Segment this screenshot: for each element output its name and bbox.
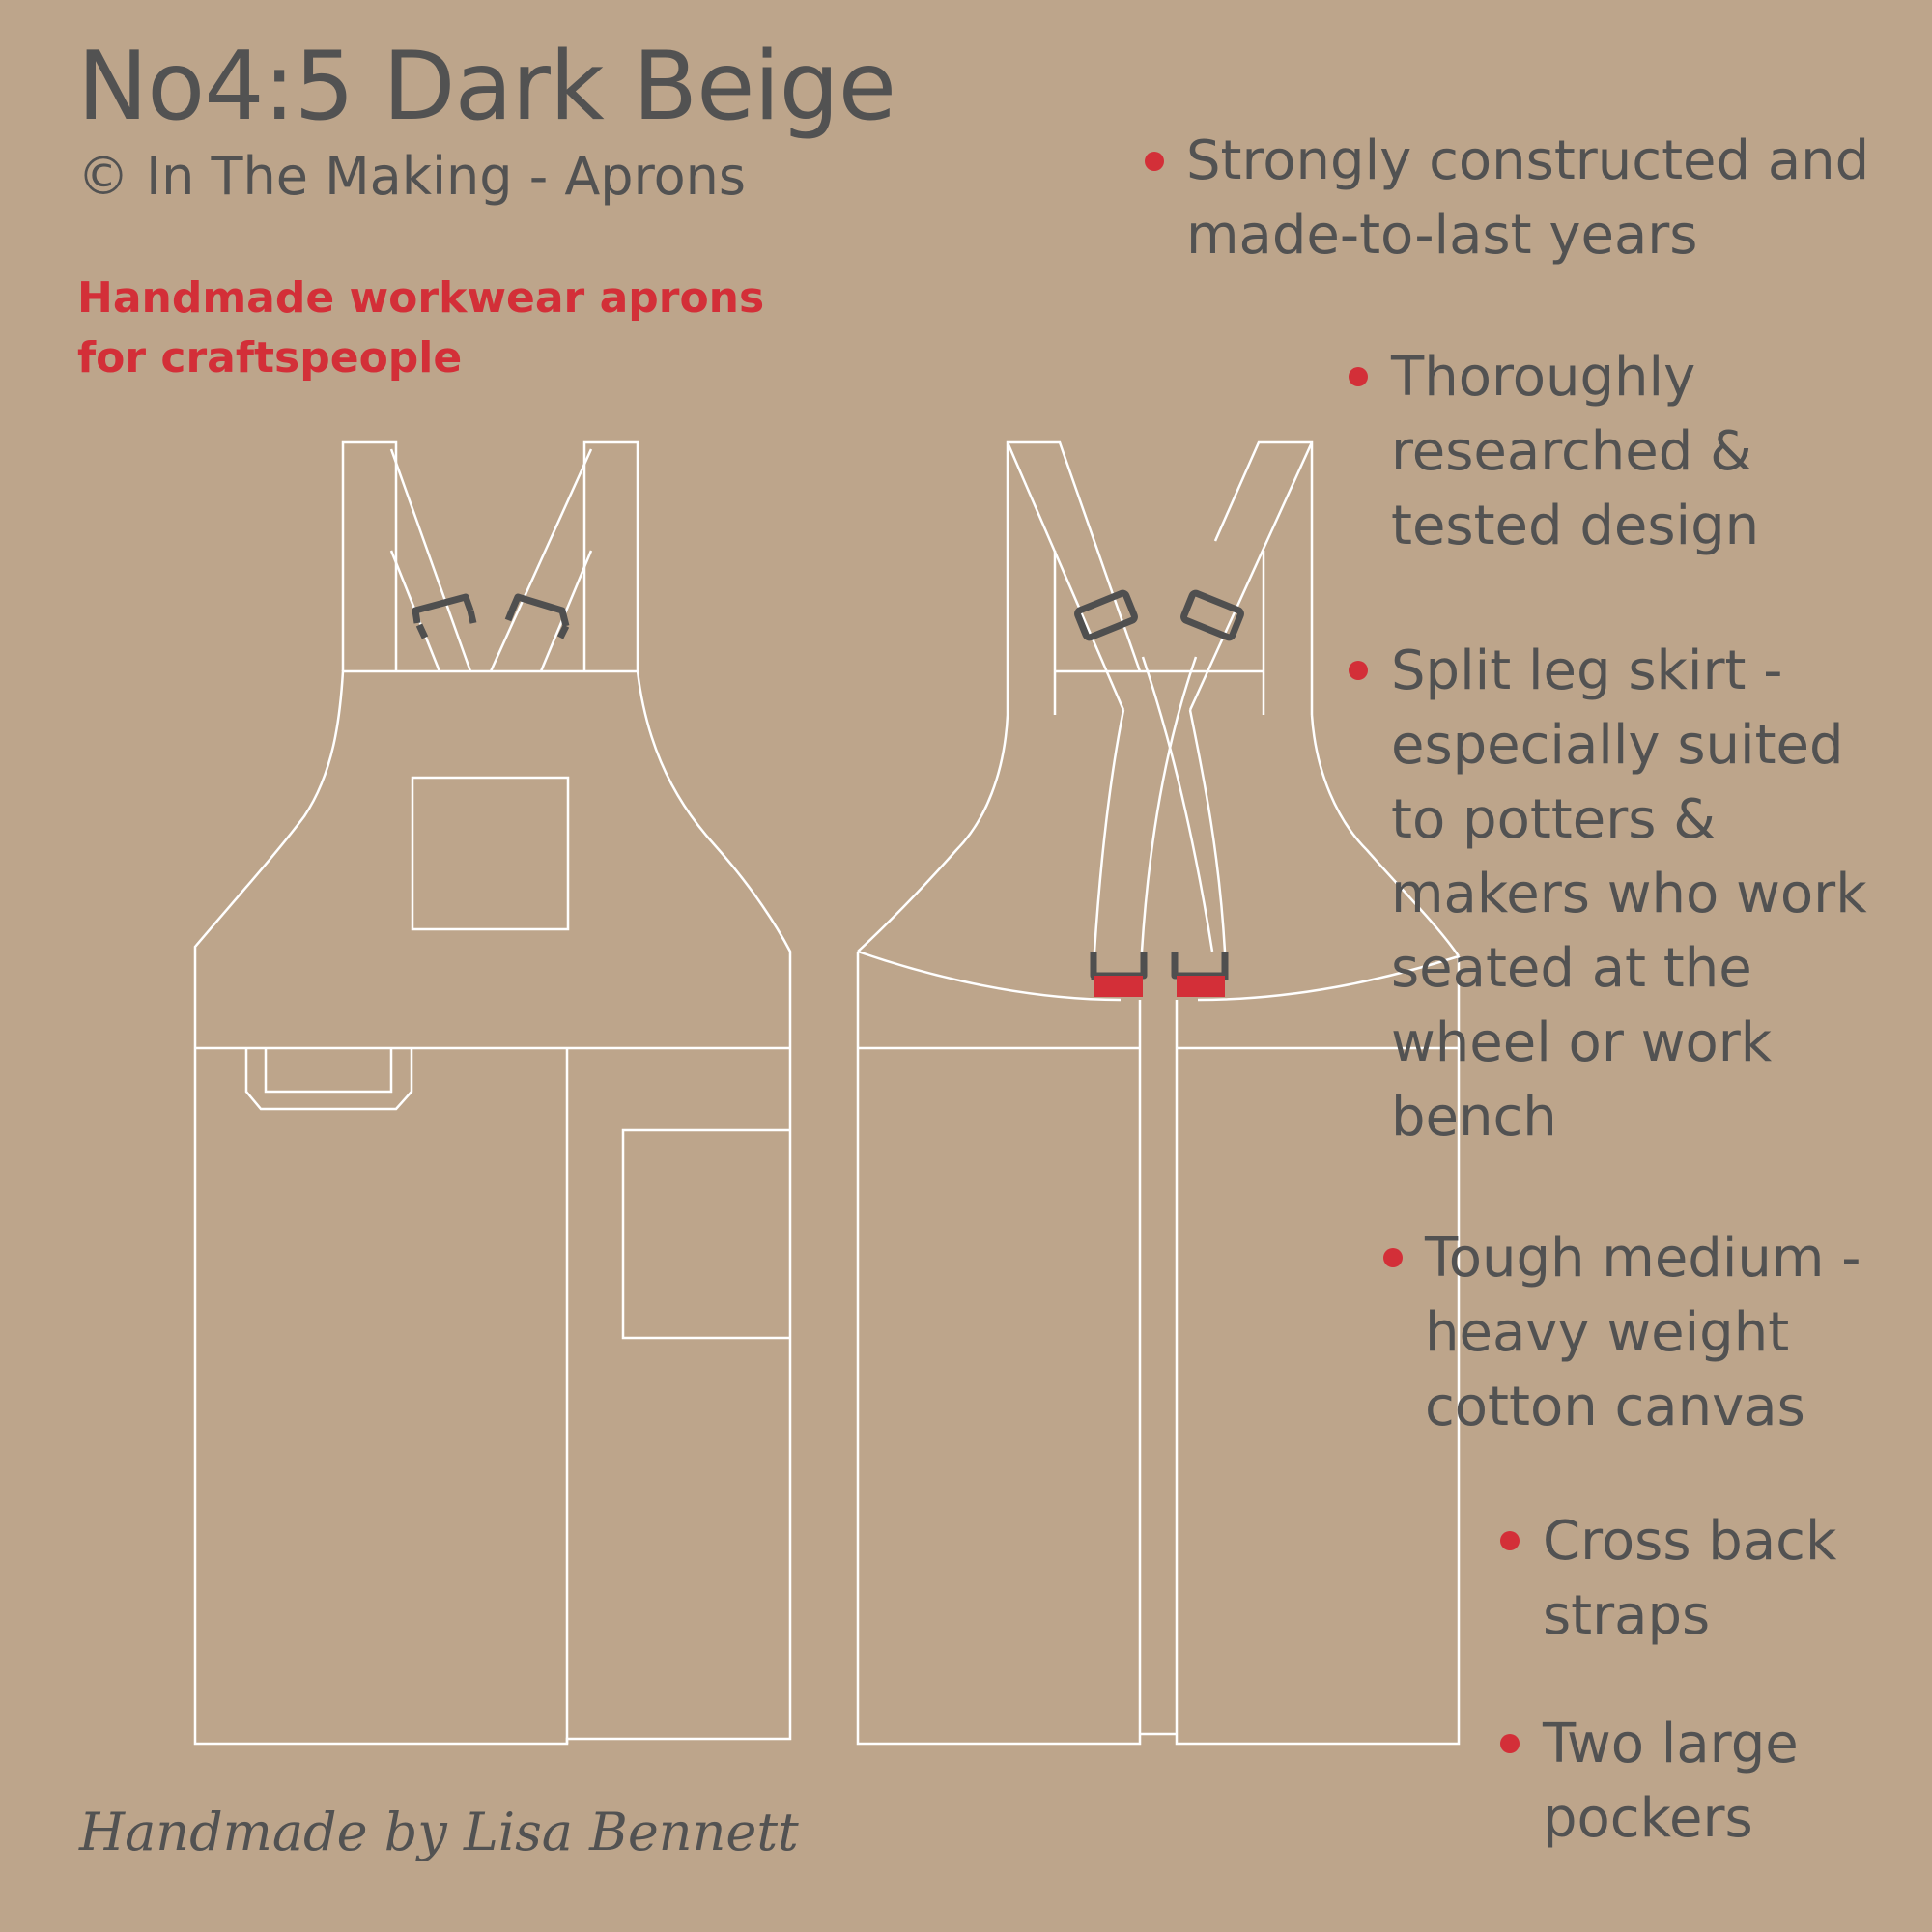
bullet-dot <box>1349 661 1368 680</box>
maker-signature: Handmade by Lisa Bennett <box>79 1802 799 1862</box>
page-title: No4:5 Dark Beige <box>77 32 896 142</box>
bullet-dot <box>1349 367 1368 386</box>
feature-bullet: Split leg skirt - especially suited to p… <box>1391 639 1867 1149</box>
strap-tab <box>1177 976 1225 997</box>
bullet-dot <box>1383 1248 1403 1267</box>
feature-bullet: Tough medium - heavy weight cotton canva… <box>1425 1227 1861 1438</box>
copyright-subtitle: © In The Making - Aprons <box>77 146 746 207</box>
feature-bullet: Cross back straps <box>1543 1510 1837 1647</box>
feature-bullet: Strongly constructed and made-to-last ye… <box>1186 129 1870 267</box>
strap-buckles <box>412 589 1244 980</box>
tagline: Handmade workwear aprons for craftspeopl… <box>77 273 765 383</box>
buckle-icon <box>504 593 570 639</box>
strap-tab <box>1094 976 1143 997</box>
bullet-dot <box>1500 1734 1520 1753</box>
feature-bullet: Thoroughly researched & tested design <box>1391 346 1760 557</box>
buckle-icon <box>1180 589 1244 641</box>
side-pocket <box>621 1128 790 1340</box>
apron-back-view <box>856 440 1461 1746</box>
buckle-icon <box>412 593 477 639</box>
bullet-dot <box>1500 1531 1520 1550</box>
strap-tabs <box>1094 976 1225 997</box>
tool-loop <box>244 1048 413 1111</box>
apron-front-view <box>193 440 792 1746</box>
feature-bullet: Two large pockers <box>1543 1713 1799 1850</box>
buckle-icon <box>1074 589 1138 641</box>
bib-pocket <box>411 776 570 931</box>
bullet-dot <box>1145 152 1164 171</box>
